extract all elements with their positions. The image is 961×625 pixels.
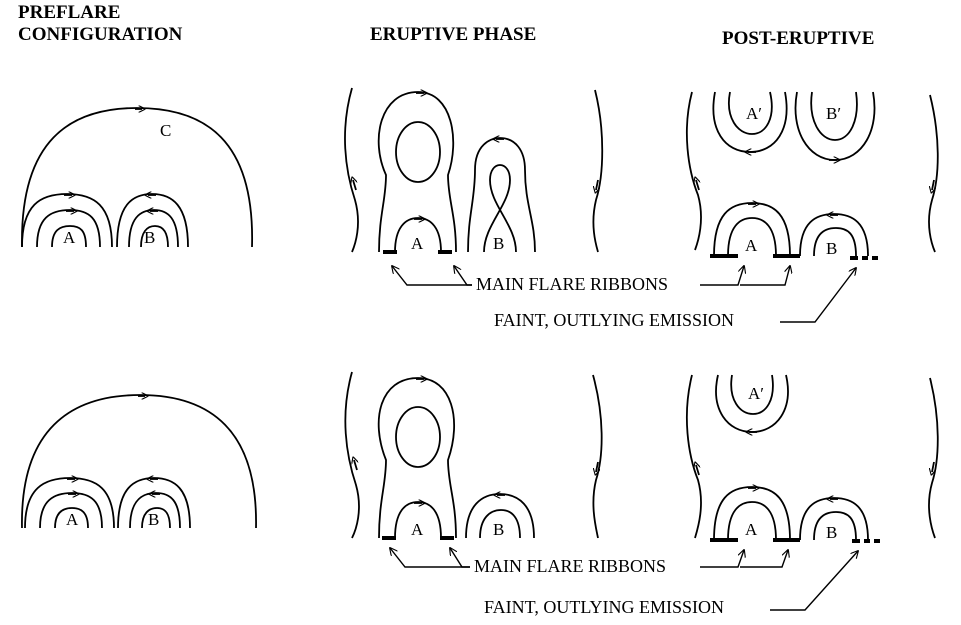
post-b-outer (799, 213, 869, 257)
b-prime-outer (794, 91, 876, 161)
overlying-loop-c-bottom (21, 394, 257, 529)
leader-top-mid (454, 266, 472, 286)
plasmoid-outer-bottom (377, 377, 457, 539)
erupt-a-loop (394, 217, 442, 253)
a-prime-inner (728, 91, 773, 135)
a-prime-inner-bottom (730, 374, 774, 415)
erupt-b-twist (483, 164, 517, 253)
leader-bottom-left (390, 548, 470, 568)
post-b-inner-bottom (813, 511, 857, 541)
post-a-bottom-label: A (745, 520, 758, 539)
leader-top-right-2 (740, 266, 790, 286)
b-prime-label: B′ (826, 104, 841, 123)
loop-b-inner (140, 225, 169, 248)
leader-faint-top (780, 268, 856, 323)
loop-b-outer (116, 193, 189, 248)
main-ribbons-label-bottom: MAIN FLARE RIBBONS (474, 556, 666, 576)
leader-bottom-right-1 (700, 550, 744, 568)
loop-c-label: C (160, 121, 171, 140)
eruptive-top: A B (344, 87, 604, 254)
leader-top-right-1 (700, 266, 744, 286)
erupt-a-bottom-label: A (411, 520, 424, 539)
preflare-heading-line2: CONFIGURATION (18, 24, 183, 45)
open-field-right-bottom (592, 374, 603, 539)
post-open-field-left (685, 91, 702, 251)
loop-b-outer-bottom (117, 477, 191, 529)
loop-a-label: A (63, 228, 76, 247)
faint-emission-label-bottom: FAINT, OUTLYING EMISSION (484, 597, 724, 617)
open-field-left (344, 87, 359, 253)
post-eruptive-top: A′ B′ A B (685, 91, 939, 260)
eruptive-phase-heading: ERUPTIVE PHASE (370, 24, 537, 45)
post-open-field-left-bottom (685, 374, 702, 539)
post-open-field-right (928, 94, 939, 253)
post-a-inner-bottom (727, 501, 777, 541)
a-prime-label: A′ (746, 104, 762, 123)
open-field-right-arrow (596, 179, 598, 190)
loop-b-mid (128, 209, 179, 248)
plasmoid-inner (395, 121, 441, 183)
post-a-outer (713, 202, 791, 257)
post-b-inner (813, 227, 857, 257)
post-open-right-bottom-arrow (932, 461, 934, 472)
leader-faint-bottom (770, 551, 858, 611)
open-field-right (592, 89, 604, 253)
loop-a-inner-bottom (54, 507, 89, 529)
a-prime-bottom-label: A′ (748, 384, 764, 403)
leader-bottom-right-2 (740, 550, 788, 568)
b-prime-inner (810, 91, 858, 141)
post-b-outer-bottom (799, 497, 869, 541)
open-field-left-bottom (344, 371, 360, 539)
faint-emission-label-top: FAINT, OUTLYING EMISSION (494, 310, 734, 330)
erupt-b-outer (467, 137, 536, 253)
preflare-heading-line1: PREFLARE (18, 2, 121, 23)
erupt-b-label: B (493, 234, 504, 253)
overlying-loop-c (21, 107, 253, 248)
erupt-b-bottom-label: B (493, 520, 504, 539)
leader-bottom-mid (450, 548, 470, 568)
loop-a-inner (51, 225, 87, 248)
post-b-label: B (826, 239, 837, 258)
loop-b-label: B (144, 228, 155, 247)
plasmoid-outer (377, 91, 457, 253)
post-open-left-bottom-arrow (696, 465, 699, 476)
loop-b-inner-bottom (141, 507, 171, 529)
leader-top-left (392, 266, 472, 286)
eruptive-bottom: A B (344, 371, 603, 540)
open-field-left-bottom-arrow (354, 460, 357, 471)
open-field-left-arrow (353, 180, 356, 191)
post-a-inner (727, 217, 777, 257)
open-field-right-bottom-arrow (596, 461, 598, 472)
plasmoid-inner-bottom (395, 406, 441, 468)
loop-a-outer (21, 193, 113, 248)
loop-b-mid-bottom (129, 492, 181, 529)
loop-a-mid (36, 209, 101, 248)
post-eruptive-bottom: A′ A B (685, 374, 939, 543)
loop-a-bottom-label: A (66, 510, 79, 529)
erupt-b-inner-bottom (479, 509, 521, 539)
main-ribbons-label-top: MAIN FLARE RIBBONS (476, 274, 668, 294)
erupt-a-label: A (411, 234, 424, 253)
preflare-bottom: A B (21, 394, 257, 529)
loop-a-mid-bottom (39, 492, 103, 529)
post-b-bottom-label: B (826, 523, 837, 542)
post-open-field-right-bottom (928, 377, 939, 539)
post-open-left-arrow (696, 180, 699, 191)
post-a-label: A (745, 236, 758, 255)
erupt-a-loop-bottom (394, 501, 442, 539)
post-eruptive-heading: POST-ERUPTIVE (722, 28, 875, 49)
loop-a-outer-bottom (24, 477, 115, 529)
loop-b-bottom-label: B (148, 510, 159, 529)
post-a-outer-bottom (713, 486, 791, 541)
preflare-top: A B C (21, 107, 253, 248)
post-open-right-arrow (932, 179, 934, 190)
